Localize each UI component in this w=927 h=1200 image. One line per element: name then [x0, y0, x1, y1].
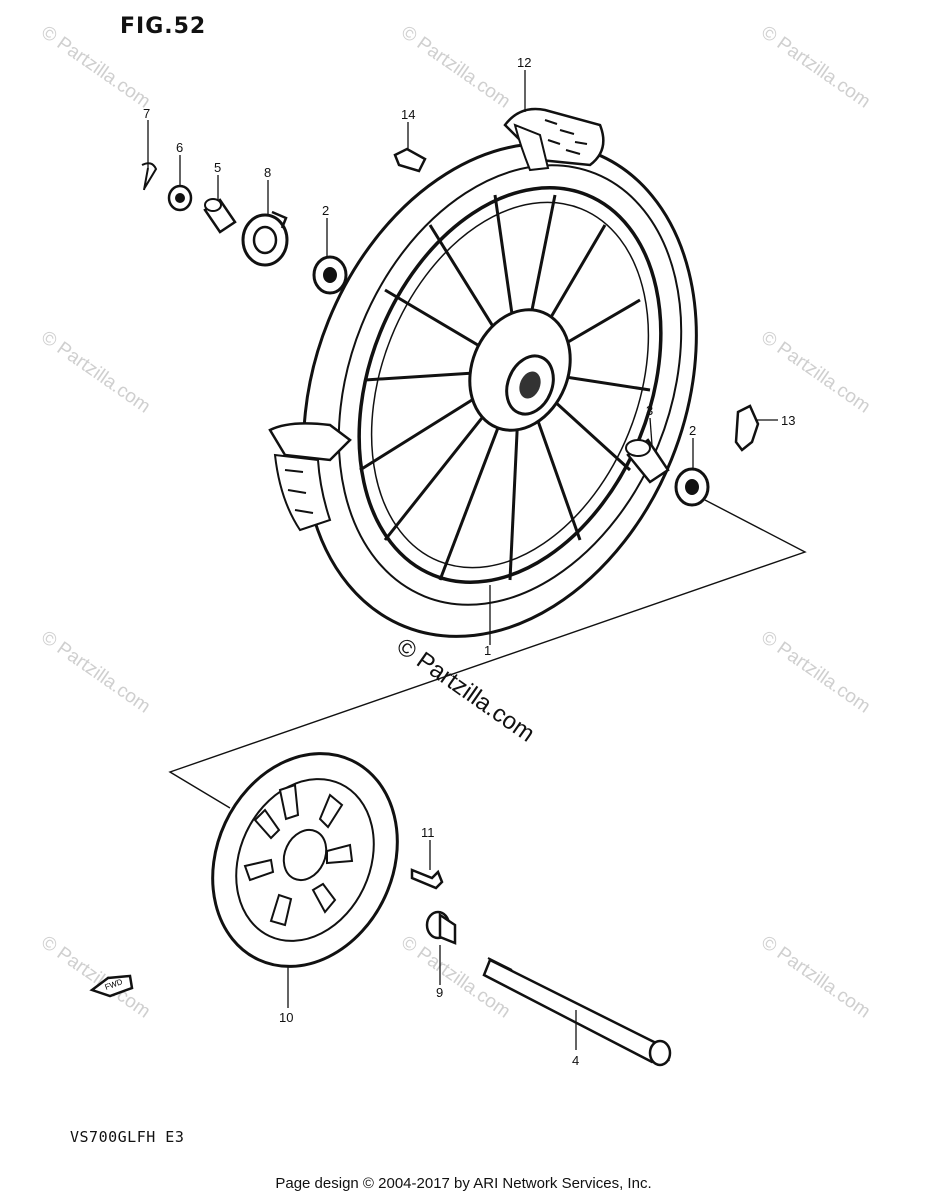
callout-4: 4	[572, 1053, 579, 1068]
fwd-arrow: FWD	[89, 974, 134, 998]
speedometer-gearbox	[241, 210, 289, 267]
spacer	[203, 198, 237, 234]
callout-10: 10	[279, 1010, 293, 1025]
callout-7: 7	[143, 106, 150, 121]
watermark: © Partzilla.com	[757, 932, 874, 1023]
callout-13: 13	[781, 413, 795, 428]
watermark-main: © Partzilla.com	[392, 633, 540, 748]
watermark: © Partzilla.com	[37, 627, 154, 718]
watermark: © Partzilla.com	[757, 327, 874, 418]
callout-9: 9	[436, 985, 443, 1000]
bearing-left	[312, 255, 348, 295]
cotter-pin	[141, 162, 158, 191]
axle	[482, 957, 672, 1067]
assembly-lines	[168, 499, 807, 809]
watermark: © Partzilla.com	[757, 22, 874, 113]
callout-14: 14	[401, 107, 415, 122]
callout-12: 12	[517, 55, 531, 70]
watermark: © Partzilla.com	[757, 627, 874, 718]
callout-6: 6	[176, 140, 183, 155]
watermark: © Partzilla.com	[37, 22, 154, 113]
callout-labels: 7 6 5 8 2 14 12 3 2 13 1 11 9 10 4	[143, 55, 795, 1068]
clamp	[393, 147, 427, 173]
callout-2-right: 2	[689, 423, 696, 438]
callout-3: 3	[646, 403, 653, 418]
axle-spacer	[425, 910, 457, 945]
spacer-long	[625, 438, 670, 484]
model-code: VS700GLFH E3	[70, 1128, 185, 1146]
nut	[167, 184, 193, 212]
leader-lines	[147, 70, 778, 1050]
wheel-rim	[357, 186, 663, 584]
callout-5: 5	[214, 160, 221, 175]
bearing-right	[674, 467, 710, 507]
watermark: © Partzilla.com	[37, 327, 154, 418]
page-footer: Page design © 2004-2017 by ARI Network S…	[275, 1175, 652, 1192]
watermark: © Partzilla.com	[37, 932, 154, 1023]
callout-2-left: 2	[322, 203, 329, 218]
valve	[734, 404, 760, 452]
bolt	[410, 868, 444, 890]
callout-11: 11	[421, 825, 435, 840]
callout-8: 8	[264, 165, 271, 180]
watermark: © Partzilla.com	[397, 22, 514, 113]
figure-title: FIG.52	[120, 14, 207, 39]
callout-1: 1	[484, 643, 491, 658]
brake-disc	[211, 752, 399, 968]
